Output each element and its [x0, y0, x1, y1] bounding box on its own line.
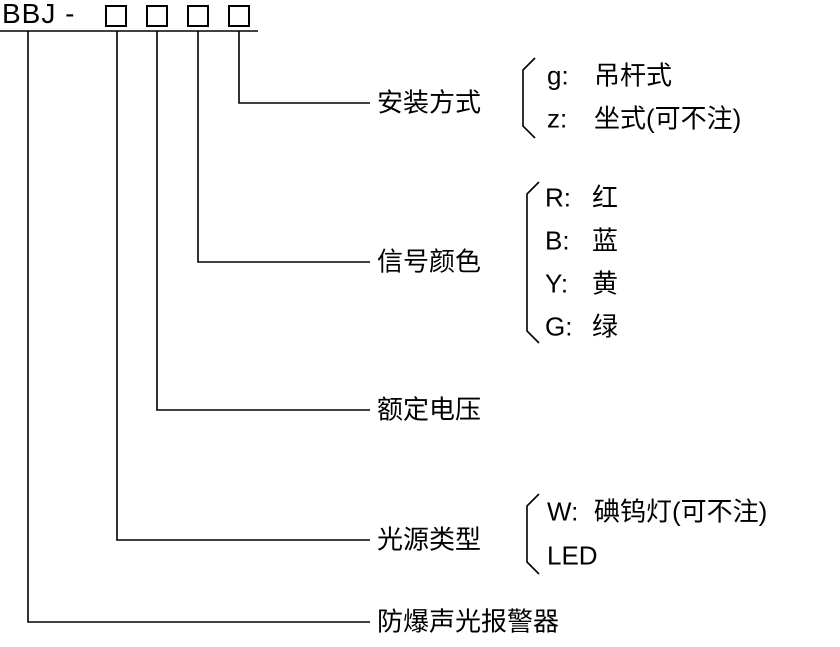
option-source-w-value: 碘钨灯(可不注) [594, 496, 768, 527]
model-digit-box-4 [228, 5, 250, 27]
option-color-b-key: B: [545, 225, 570, 256]
brace-light-source [526, 493, 540, 575]
connector-signal-color [197, 31, 370, 263]
model-digit-box-3 [187, 5, 209, 27]
option-source-w: W: 碘钨灯(可不注) [547, 496, 767, 527]
option-mount-z-key: z: [547, 103, 568, 134]
option-source-led-key: LED [547, 540, 598, 571]
label-signal-color: 信号颜色 [377, 246, 482, 277]
option-color-y: Y: 黄 [545, 268, 618, 299]
option-color-g-value: 绿 [592, 311, 619, 342]
option-mount-z: z: 坐式(可不注) [547, 103, 741, 134]
option-color-r-key: R: [545, 182, 571, 213]
connector-rated-voltage [156, 31, 370, 411]
option-source-led: LED [547, 540, 598, 571]
option-mount-z-value: 坐式(可不注) [594, 103, 742, 134]
option-color-g: G: 绿 [545, 311, 618, 342]
option-mount-g-key: g: [547, 60, 569, 91]
brace-signal-color [526, 181, 540, 344]
model-digit-box-1 [105, 5, 127, 27]
connector-mount [238, 31, 370, 104]
option-source-w-key: W: [547, 496, 579, 527]
option-color-b: B: 蓝 [545, 225, 618, 256]
option-color-g-key: G: [545, 311, 573, 342]
option-color-y-value: 黄 [592, 268, 619, 299]
option-mount-g: g: 吊杆式 [547, 60, 672, 91]
model-digit-box-2 [146, 5, 168, 27]
connector-light-source [116, 31, 370, 541]
option-color-b-value: 蓝 [592, 225, 619, 256]
label-light-source: 光源类型 [377, 524, 482, 555]
label-rated-voltage: 额定电压 [377, 394, 482, 425]
label-mount: 安装方式 [377, 87, 482, 118]
model-code-prefix: BBJ - [2, 0, 76, 29]
option-color-r: R: 红 [545, 182, 618, 213]
option-mount-g-value: 吊杆式 [594, 60, 673, 91]
connector-product [27, 31, 370, 623]
label-product-name: 防爆声光报警器 [377, 606, 560, 637]
option-color-y-key: Y: [545, 268, 569, 299]
option-color-r-value: 红 [592, 182, 619, 213]
brace-mount [522, 57, 536, 139]
